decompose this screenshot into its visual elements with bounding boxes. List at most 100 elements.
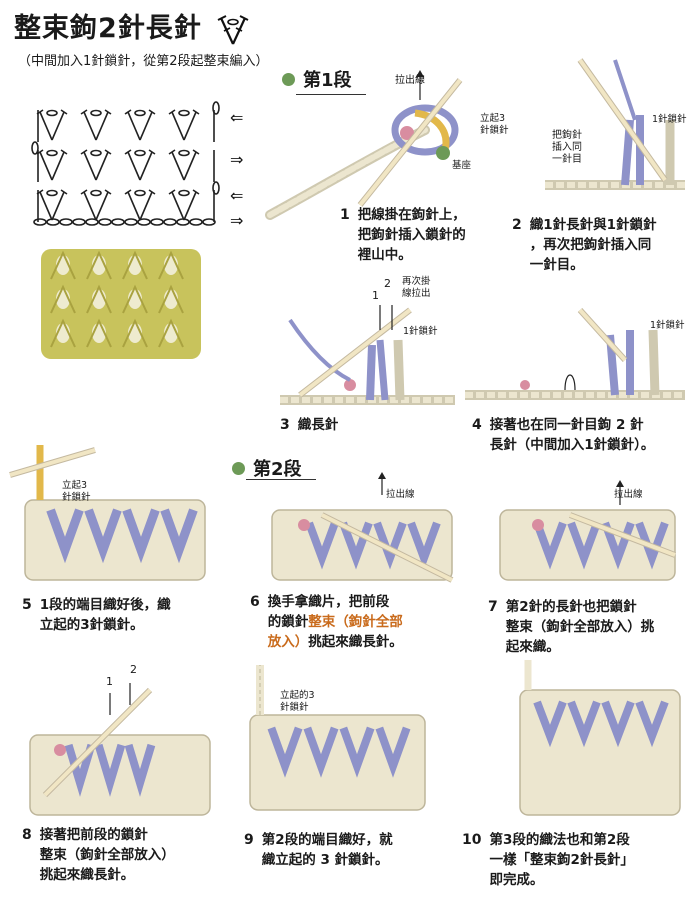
swatch-stitch bbox=[86, 250, 112, 280]
step8-num1: 1 bbox=[106, 675, 113, 688]
chart-stitch bbox=[83, 151, 97, 181]
chart-base-chain bbox=[137, 218, 151, 226]
chart-stitch bbox=[60, 109, 68, 115]
swatch-stitch bbox=[86, 284, 112, 314]
swatch-stitch bbox=[122, 318, 148, 348]
purple-stitch bbox=[305, 521, 339, 570]
chart-base-chain bbox=[202, 218, 216, 226]
purple-stitch bbox=[64, 743, 96, 797]
step5-caption: 5 1段的端目織好後，織 立起的3針鎖針。 bbox=[22, 595, 171, 635]
chart-stitch bbox=[127, 111, 141, 141]
chart-chain bbox=[178, 109, 190, 117]
chart-chain bbox=[134, 109, 146, 117]
title-text: 整束鉤2針長針 bbox=[14, 13, 202, 44]
step8-num2: 2 bbox=[130, 663, 137, 676]
purple-stitch bbox=[567, 700, 601, 748]
chart-stitch bbox=[168, 149, 176, 155]
chart-stitch bbox=[39, 111, 53, 141]
chart-base-chain bbox=[189, 218, 203, 226]
chart-stitch bbox=[95, 111, 109, 141]
step6-caption: 6 換手拿織片，把前段 的鎖針整束（鉤針全部 放入）挑起來織長針。 bbox=[250, 592, 403, 652]
purple-stitch bbox=[407, 521, 441, 570]
step10-text: 第3段的織法也和第2段 一樣「整束鉤2針長針」 即完成。 bbox=[489, 832, 634, 888]
chart-stitch bbox=[60, 149, 68, 155]
stitch-symbol-icon bbox=[217, 14, 249, 44]
swatch-stitch bbox=[50, 284, 76, 314]
step5-text: 1段的端目織好後，織 立起的3針鎖針。 bbox=[39, 597, 171, 633]
row1-label: 第1段 bbox=[282, 66, 352, 92]
row1-text: 第1段 bbox=[303, 70, 352, 91]
step6-text: 換手拿織片，把前段 的鎖針整束（鉤針全部 放入）挑起來織長針。 bbox=[268, 592, 403, 652]
step10-num: 10 bbox=[462, 832, 482, 848]
chart-stitch bbox=[124, 149, 132, 155]
step8-caption: 8 接著把前段的鎖針 整束（鉤針全部放入） 挑起來織長針。 bbox=[22, 825, 175, 885]
chart-stitch bbox=[95, 151, 109, 181]
chart-stitch bbox=[139, 191, 153, 221]
swatch-stitch bbox=[86, 318, 112, 348]
step9-caption: 9 第2段的端目織好，就 織立起的 3 針鎖針。 bbox=[244, 830, 393, 870]
purple-stitch bbox=[94, 743, 126, 797]
swatch-stitch bbox=[50, 318, 76, 348]
chart-stitch bbox=[83, 111, 97, 141]
row1-dot-icon bbox=[282, 72, 295, 86]
step3-num2: 2 bbox=[384, 277, 391, 290]
purple-stitch bbox=[635, 700, 669, 748]
purple-stitch bbox=[567, 521, 601, 570]
chart-stitch bbox=[127, 151, 141, 181]
step9-label-chain3: 立起的3 針鎖針 bbox=[280, 690, 315, 713]
step7-text: 第2針的長針也把鎖針 整束（鉤針全部放入）挑 起來織。 bbox=[505, 599, 655, 655]
chart-stitch bbox=[168, 189, 176, 195]
chart-stitch bbox=[148, 149, 156, 155]
chart-stitch bbox=[124, 109, 132, 115]
step2-label-chain: 1針鎖針 bbox=[652, 114, 687, 125]
swatch-stitch bbox=[122, 284, 148, 314]
arrow-base: ⇒ bbox=[230, 211, 244, 230]
chart-turning-chain bbox=[31, 141, 39, 155]
chart-stitch bbox=[83, 191, 97, 221]
step7-caption: 7 第2針的長針也把鎖針 整束（鉤針全部放入）挑 起來織。 bbox=[488, 597, 654, 657]
purple-stitch bbox=[303, 726, 339, 778]
chart-stitch bbox=[192, 149, 200, 155]
symbol-chart bbox=[31, 101, 220, 226]
chart-stitch bbox=[60, 189, 68, 195]
chart-stitch bbox=[104, 189, 112, 195]
chart-stitch bbox=[192, 109, 200, 115]
arrow-row2: ⇒ bbox=[230, 150, 244, 169]
step6-illustration bbox=[271, 472, 454, 583]
row2-label: 第2段 bbox=[232, 455, 302, 481]
chart-stitch bbox=[39, 151, 53, 181]
chart-chain bbox=[178, 189, 190, 197]
step6-label-pull: 拉出線 bbox=[386, 489, 415, 500]
chart-chain bbox=[134, 149, 146, 157]
step1-label-base: 基座 bbox=[452, 160, 472, 171]
step2-caption: 2 織1針長針與1針鎖針 ，再次把鉤針插入同 一針目。 bbox=[512, 215, 657, 275]
chart-stitch bbox=[39, 191, 53, 221]
row2-dot-icon bbox=[232, 461, 245, 475]
purple-stitch bbox=[601, 700, 635, 748]
step8-num: 8 bbox=[22, 827, 32, 843]
step2-text: 織1針長針與1針鎖針 ，再次把鉤針插入同 一針目。 bbox=[529, 217, 657, 273]
step1-caption: 1 把線掛在鉤針上， 把鉤針插入鎖針的 裡山中。 bbox=[340, 205, 466, 265]
purple-stitch bbox=[84, 508, 122, 564]
purple-stitch bbox=[375, 726, 411, 778]
purple-stitch bbox=[267, 726, 303, 778]
chart-stitch bbox=[168, 109, 176, 115]
chart-base-chain bbox=[124, 218, 138, 226]
step4-illustration bbox=[465, 307, 685, 400]
purple-stitch bbox=[122, 508, 160, 564]
chart-stitch bbox=[148, 189, 156, 195]
step7-illustration bbox=[499, 480, 677, 581]
step3-label-wrap: 再次掛 線拉出 bbox=[402, 276, 431, 299]
chart-stitch bbox=[183, 151, 197, 181]
chart-stitch bbox=[51, 151, 65, 181]
step3-illustration bbox=[280, 305, 455, 405]
step6-text-highlight: 整束（鉤針全部 放入） bbox=[267, 614, 403, 650]
purple-stitch bbox=[635, 521, 669, 570]
row2-underline bbox=[246, 479, 316, 480]
chart-base-chain bbox=[176, 218, 190, 226]
step7-num: 7 bbox=[488, 599, 498, 615]
step4-caption: 4 接著也在同一針目鉤 2 針 長針（中間加入1針鎖針）。 bbox=[472, 415, 654, 455]
arrow-row3: ⇐ bbox=[230, 108, 244, 127]
step8-illustration bbox=[29, 683, 211, 816]
chart-base-chain bbox=[46, 218, 60, 226]
